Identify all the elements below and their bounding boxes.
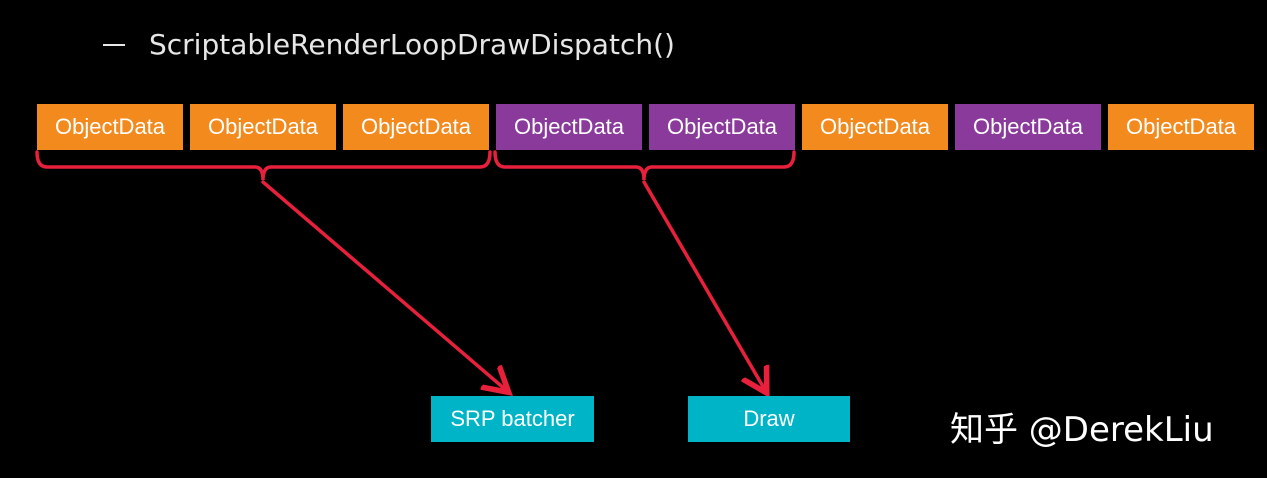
heading-text: ScriptableRenderLoopDrawDispatch() [149, 28, 675, 61]
arrow-to-draw [642, 180, 765, 390]
arrow-to-srp-batcher [261, 180, 506, 390]
object-data-block-5: ObjectData [649, 104, 795, 150]
srp-batcher-box: SRP batcher [431, 396, 594, 442]
object-data-block-1: ObjectData [37, 104, 183, 150]
draw-box: Draw [688, 396, 850, 442]
object-data-block-3: ObjectData [343, 104, 489, 150]
bracket-srp-group [35, 150, 492, 181]
object-data-block-7: ObjectData [955, 104, 1101, 150]
bracket-draw-group [493, 150, 796, 181]
dash-bullet-icon [103, 43, 125, 46]
object-data-block-4: ObjectData [496, 104, 642, 150]
heading-line: ScriptableRenderLoopDrawDispatch() [103, 28, 675, 61]
object-data-block-6: ObjectData [802, 104, 948, 150]
object-data-block-8: ObjectData [1108, 104, 1254, 150]
object-data-block-2: ObjectData [190, 104, 336, 150]
watermark-text: 知乎 @DerekLiu [950, 410, 1214, 450]
